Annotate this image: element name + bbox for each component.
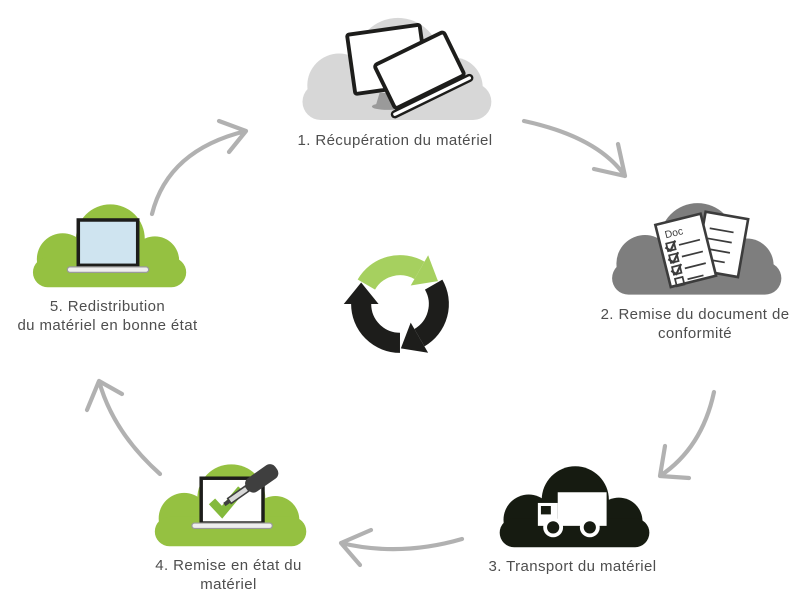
- step-3-label: 3. Transport du matériel: [470, 557, 675, 576]
- step-4-label: 4. Remise en état du matériel: [136, 556, 321, 594]
- step-4-label-line: matériel: [200, 576, 257, 594]
- truck-icon: [537, 492, 607, 538]
- step-1-label-line: 1. Récupération du matériel: [297, 132, 493, 149]
- cloud-laptop: [32, 204, 186, 288]
- computers-icon: [345, 22, 474, 119]
- recycle-arrow-black-left: [343, 282, 401, 353]
- recycle-icon: [343, 255, 449, 353]
- step-4-remise-en-etat: 4. Remise en état du matériel: [136, 458, 321, 594]
- step-5-label-line: 5. Redistribution: [49, 298, 166, 315]
- cloud-laptop-repair: [154, 464, 306, 547]
- step-5-label: 5. Redistribution du matériel en bonne é…: [0, 297, 215, 335]
- step-2-label-line: 2. Remise du document de: [600, 306, 790, 323]
- documents-icon: Doc: [653, 210, 750, 289]
- cloud-documents: Doc: [612, 203, 782, 295]
- screwdriver-icon: [222, 464, 278, 507]
- arrow-step3-to-step4: [338, 527, 465, 568]
- step-3-label-line: 3. Transport du matériel: [488, 558, 657, 575]
- step-2-label: 2. Remise du document de conformité: [583, 305, 800, 343]
- step-1-label: 1. Récupération du matériel: [270, 131, 520, 150]
- step-3-transport: 3. Transport du matériel: [470, 460, 675, 576]
- doc-title-text: Doc: [664, 226, 685, 241]
- step-1-recuperation: 1. Récupération du matériel: [270, 10, 520, 150]
- step-2-label-line: conformité: [657, 325, 733, 343]
- step-5-label-line: du matériel en bonne état: [17, 317, 198, 335]
- laptop-repair-icon: [190, 464, 278, 530]
- cloud-truck: [499, 466, 649, 548]
- laptop-icon: [66, 218, 149, 273]
- step-5-redistribution: 5. Redistribution du matériel en bonne é…: [0, 198, 215, 335]
- arrow-step1-to-step2: [521, 118, 628, 179]
- recycle-arrow-green: [357, 255, 438, 291]
- step-2-document-conformite: Doc 2. Remise du document de conformité: [583, 196, 800, 343]
- recycle-arrow-black-right: [400, 279, 449, 353]
- step-4-label-line: 4. Remise en état du: [155, 557, 302, 574]
- cloud-computers: [302, 17, 492, 121]
